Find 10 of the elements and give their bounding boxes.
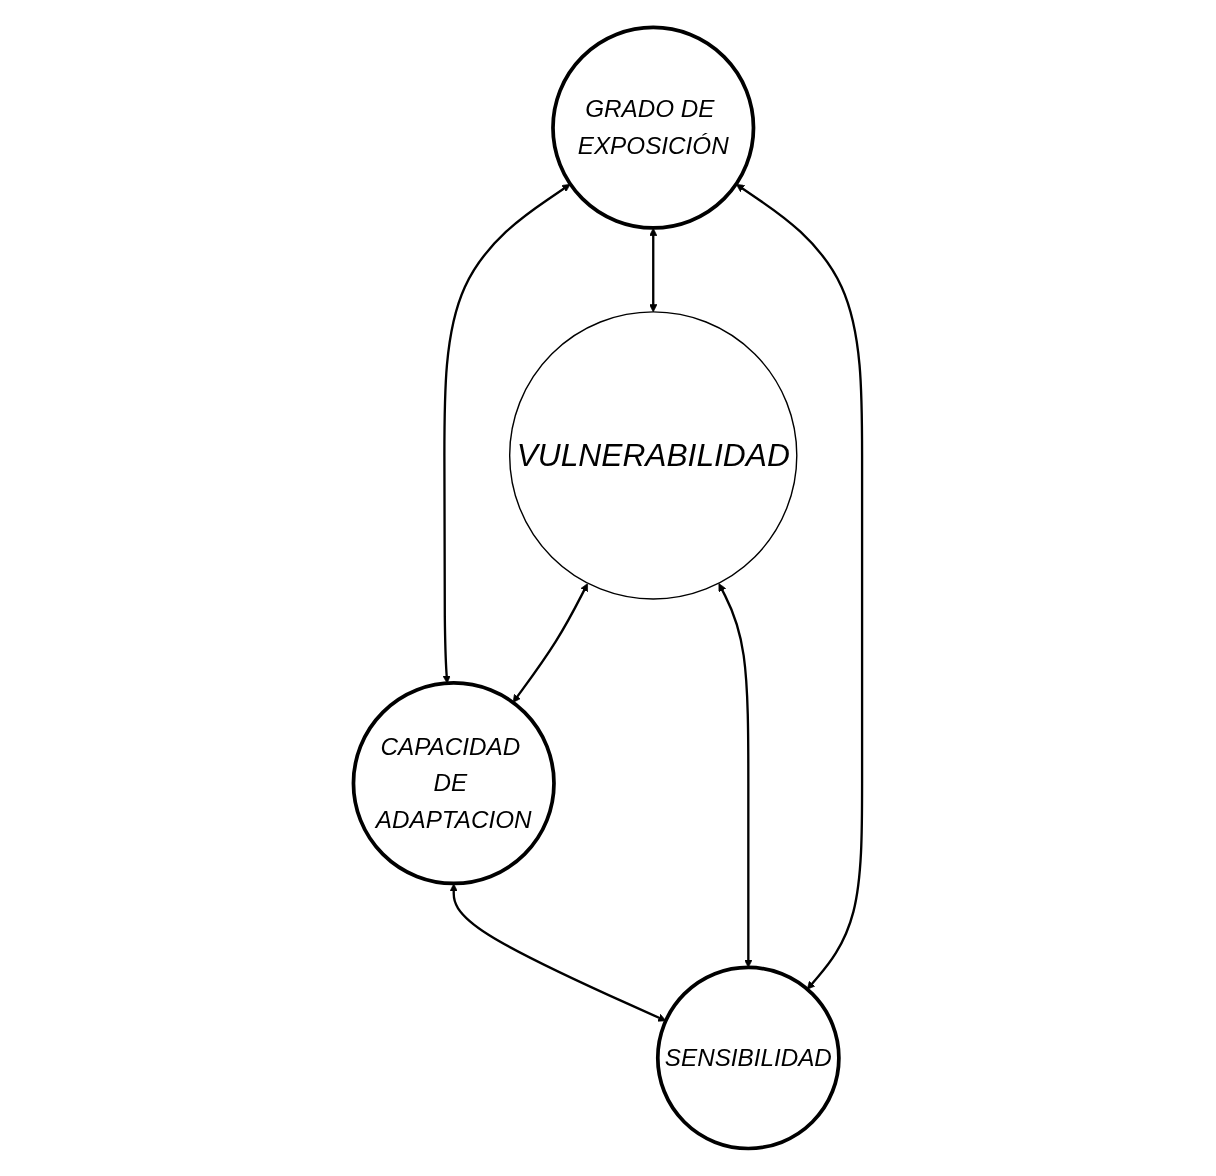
node-circle: VULNERABILIDAD [509, 311, 798, 600]
node-circle: SENSIBILIDAD [656, 965, 841, 1151]
arrow [512, 583, 589, 703]
arrow [442, 184, 571, 684]
arrow [649, 228, 658, 313]
arrow [718, 583, 753, 968]
arrow [736, 184, 864, 990]
arrow [449, 883, 667, 1022]
node-circle: CAPACIDAD DE ADAPTACION [351, 681, 557, 886]
node-circle: GRADO DE EXPOSICIÓN [551, 25, 756, 230]
